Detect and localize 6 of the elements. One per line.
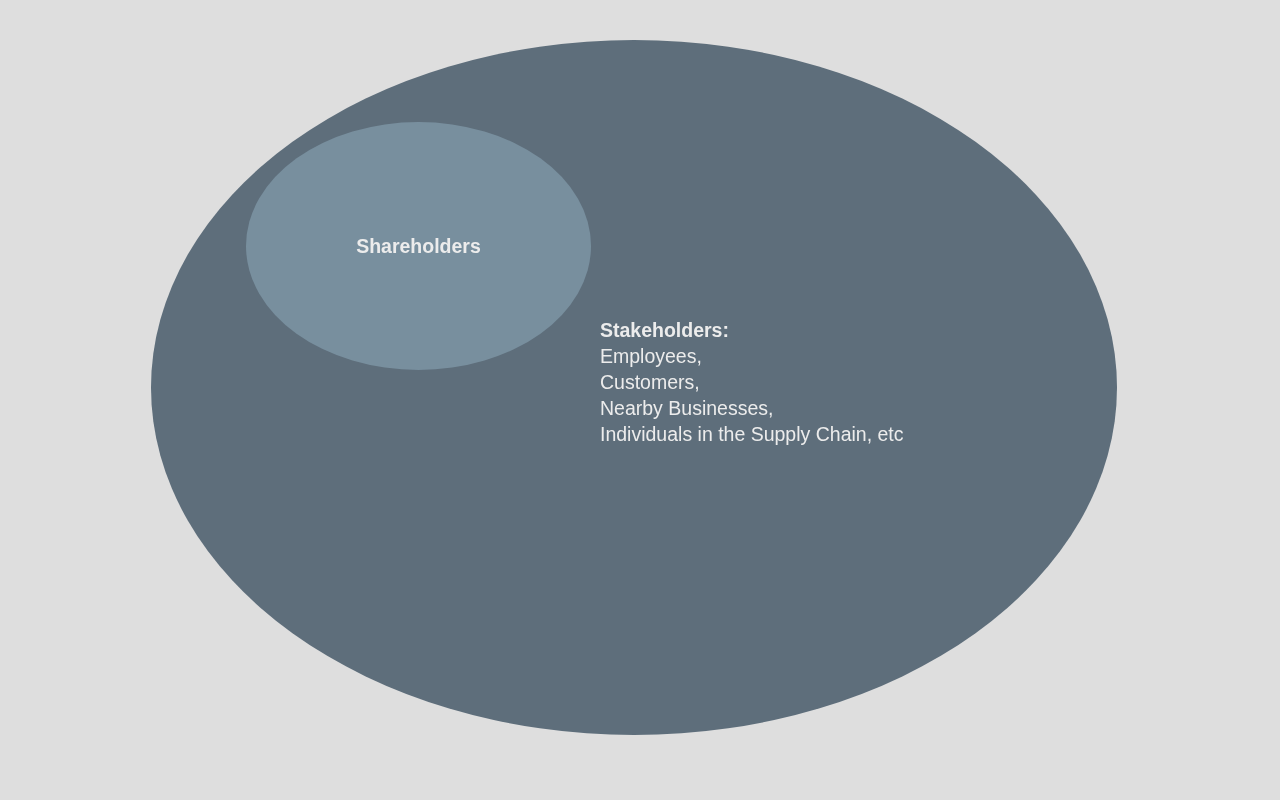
list-item: Customers,	[600, 370, 700, 395]
list-item: Employees,	[600, 344, 702, 369]
list-item: Individuals in the Supply Chain, etc	[600, 422, 904, 447]
group-heading: Stakeholders:	[600, 318, 729, 343]
ellipse-label: Shareholders	[356, 234, 481, 259]
list-item: Nearby Businesses,	[600, 396, 774, 421]
